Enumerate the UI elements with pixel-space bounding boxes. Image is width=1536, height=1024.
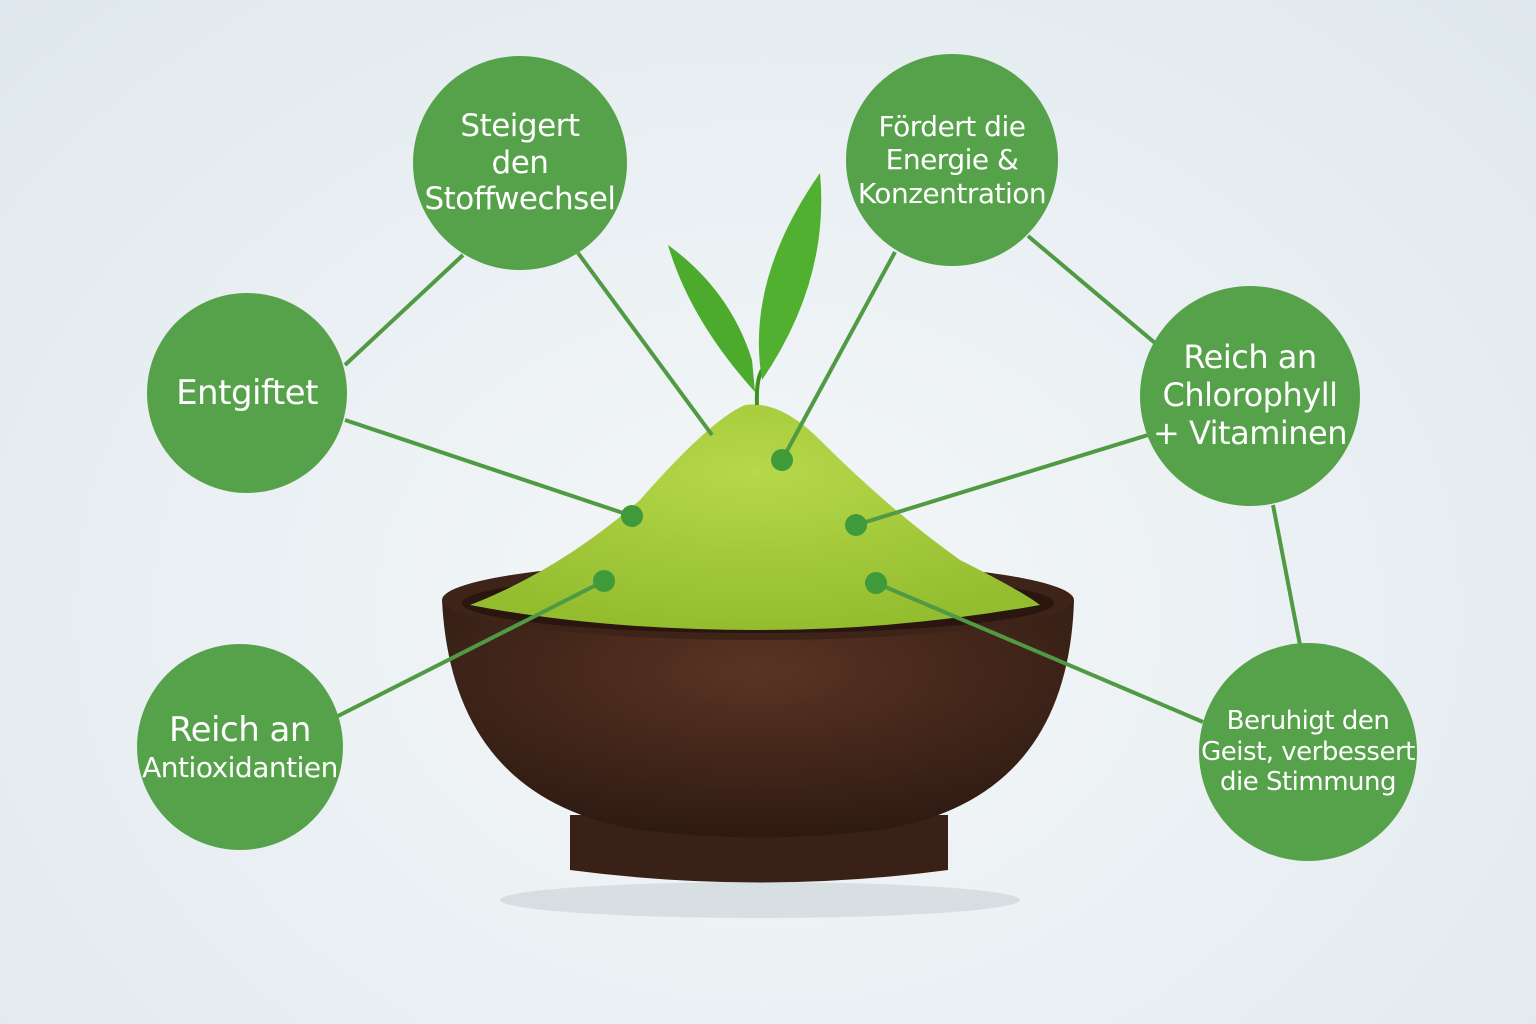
- benefit-text: Reich an: [169, 710, 311, 751]
- benefit-metabolism: Steigert den Stoffwechsel: [413, 56, 627, 270]
- benefit-text: Antioxidantien: [142, 750, 338, 784]
- connector-dot: [771, 449, 793, 471]
- benefit-text: Steigert: [460, 108, 580, 145]
- connector-dot: [845, 514, 867, 536]
- connector-dots: [593, 449, 887, 594]
- connector-dot: [865, 572, 887, 594]
- connector-line: [576, 251, 714, 437]
- benefit-mood: Beruhigt den Geist, verbessert die Stimm…: [1199, 643, 1417, 861]
- benefit-text: Entgiftet: [176, 372, 318, 413]
- benefit-text: Konzentration: [857, 176, 1047, 210]
- connector-line: [875, 581, 1204, 724]
- bowl-body: [442, 600, 1074, 838]
- benefit-text: Geist, verbessert: [1201, 736, 1415, 767]
- matcha-powder: [470, 404, 1040, 630]
- connector-line: [343, 253, 465, 367]
- benefit-detox: Entgiftet: [147, 293, 347, 493]
- benefit-text: den: [491, 144, 549, 181]
- connector-line: [344, 418, 633, 518]
- benefit-text: Energie &: [885, 143, 1019, 177]
- bowl-shadow: [500, 882, 1020, 918]
- connector-line: [855, 433, 1149, 527]
- connector-line: [1026, 234, 1157, 345]
- sprout-stem: [754, 368, 764, 406]
- connector-line: [780, 251, 897, 461]
- benefit-text: + Vitaminen: [1152, 413, 1348, 452]
- connector-dot: [593, 570, 615, 592]
- leaf-right: [758, 173, 822, 380]
- connector-lines: [337, 234, 1302, 724]
- benefit-text: Fördert die: [878, 110, 1026, 144]
- benefit-text: Stoffwechsel: [424, 181, 616, 218]
- connector-line: [1271, 504, 1302, 646]
- benefit-text: Reich an: [1183, 338, 1317, 377]
- benefit-energy: Fördert die Energie & Konzentration: [846, 54, 1058, 266]
- benefit-text: Chlorophyll: [1162, 376, 1338, 415]
- leaf-left: [668, 245, 755, 392]
- benefit-antioxidants: Reich an Antioxidantien: [137, 644, 343, 850]
- connector-dot: [621, 505, 643, 527]
- benefit-text: Beruhigt den: [1226, 705, 1390, 736]
- benefit-text: die Stimmung: [1219, 767, 1397, 798]
- benefit-chlorophyll: Reich an Chlorophyll + Vitaminen: [1140, 286, 1360, 506]
- connector-line: [337, 579, 605, 718]
